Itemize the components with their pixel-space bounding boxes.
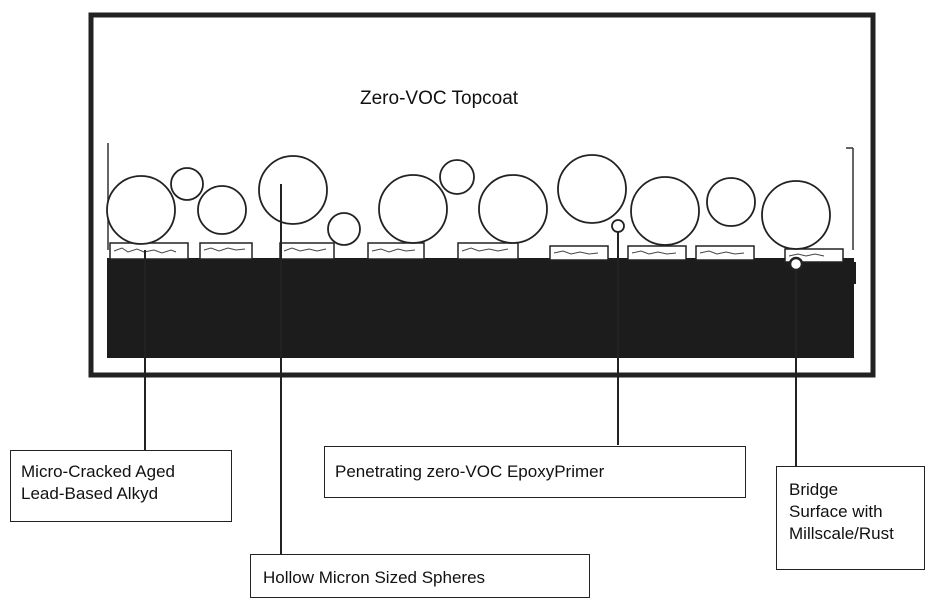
sphere: [327, 212, 361, 246]
aged-alkyd-label-line-2: Lead-Based Alkyd: [21, 484, 159, 503]
sphere: [378, 174, 448, 244]
sphere: [197, 185, 247, 235]
sphere: [106, 175, 176, 245]
sphere: [258, 155, 328, 225]
sphere: [630, 176, 700, 246]
steel-substrate-right-step: [838, 262, 856, 284]
bridge-surface-label-line-2: Surface with: [789, 502, 883, 521]
steel-substrate: [107, 258, 854, 358]
sphere: [706, 177, 756, 227]
spheres-label: Hollow Micron Sized Spheres: [250, 554, 590, 598]
aged-alkyd-label-line-1: Micro-Cracked Aged: [21, 462, 176, 481]
sphere: [170, 167, 204, 201]
topcoat-label: Zero-VOC Topcoat: [360, 88, 519, 109]
aged-alkyd-patches: [109, 242, 844, 263]
aged-alkyd-label: Micro-Cracked Aged Lead-Based Alkyd: [10, 450, 232, 522]
primer-particle: [611, 219, 625, 233]
topcoat-frame: [88, 12, 876, 378]
hollow-spheres: [106, 154, 831, 272]
bridge-surface-label-line-3: Millscale/Rust: [789, 524, 894, 543]
sphere: [478, 174, 548, 244]
sphere: [761, 180, 831, 250]
primer-label-text: Penetrating zero-VOC EpoxyPrimer: [335, 462, 605, 481]
bridge-surface-label: Bridge Surface with Millscale/Rust: [776, 466, 925, 570]
primer-label: Penetrating zero-VOC EpoxyPrimer: [324, 446, 746, 498]
spheres-label-text: Hollow Micron Sized Spheres: [263, 568, 486, 587]
rust-particle: [788, 256, 804, 272]
sphere: [439, 159, 475, 195]
sphere: [557, 154, 627, 224]
bridge-surface-label-line-1: Bridge: [789, 480, 839, 499]
